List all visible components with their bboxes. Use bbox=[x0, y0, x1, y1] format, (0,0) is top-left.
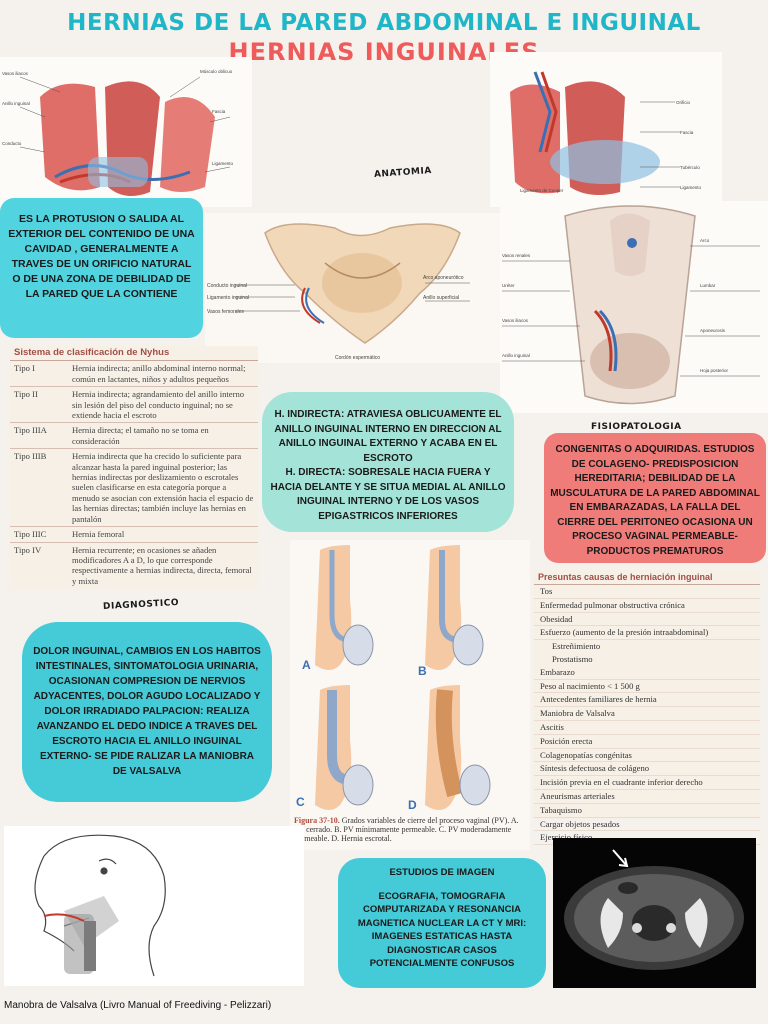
fisiopatologia-label: FISIOPATOLOGIA bbox=[591, 422, 682, 432]
figure-letter-c: C bbox=[296, 795, 305, 809]
figure-caption-text: Grados variables de cierre del proceso v… bbox=[294, 816, 519, 843]
svg-text:Músculo oblicuo: Músculo oblicuo bbox=[200, 69, 233, 74]
nyhus-desc: Hernia recurrente; en ocasiones se añade… bbox=[72, 544, 252, 586]
table-row: Tipo IIIC Hernia femoral bbox=[10, 527, 258, 543]
definition-text: ES LA PROTUSION O SALIDA AL EXTERIOR DEL… bbox=[8, 213, 195, 300]
svg-text:Orificio: Orificio bbox=[676, 100, 690, 105]
page-subtitle: HERNIAS INGUINALES bbox=[228, 38, 540, 66]
diagnostico-text: DOLOR INGUINAL, CAMBIOS EN LOS HABITOS I… bbox=[33, 646, 261, 777]
table-row: Tipo IV Hernia recurrente; en ocasiones … bbox=[10, 543, 258, 589]
fisiopatologia-box: CONGENITAS O ADQUIRIDAS. ESTUDIOS DE COL… bbox=[544, 433, 766, 563]
table-row: Tipo I Hernia indirecta; anillo abdomina… bbox=[10, 361, 258, 388]
svg-text:Tubérculo: Tubérculo bbox=[680, 165, 700, 170]
list-item: Colagenopatías congénitas bbox=[534, 749, 760, 763]
list-item: Obesidad bbox=[534, 613, 760, 627]
list-item: Tabaquismo bbox=[534, 804, 760, 818]
direct-hernia-text: H. DIRECTA: SOBRESALE HACIA FUERA Y HACI… bbox=[270, 467, 506, 522]
svg-text:Fascia: Fascia bbox=[680, 130, 694, 135]
valsalva-caption: Manobra de Valsalva (Livro Manual of Fre… bbox=[4, 1000, 272, 1011]
valsalva-illustration bbox=[4, 826, 304, 986]
fisiopatologia-text: CONGENITAS O ADQUIRIDAS. ESTUDIOS DE COL… bbox=[550, 444, 760, 557]
svg-text:Arco: Arco bbox=[700, 238, 710, 243]
svg-text:Vasos femorales: Vasos femorales bbox=[207, 309, 244, 315]
anatomia-label: ANATOMIA bbox=[373, 165, 433, 181]
nyhus-tipo: Tipo II bbox=[14, 389, 38, 400]
svg-text:Anillo inguinal: Anillo inguinal bbox=[502, 353, 530, 358]
list-item: Esfuerzo (aumento de la presión intraabd… bbox=[534, 626, 760, 641]
list-item: Enfermedad pulmonar obstructiva crónica bbox=[534, 599, 760, 613]
causes-title: Presuntas causas de herniación inguinal bbox=[534, 570, 760, 585]
list-item: Antecedentes familiares de hernia bbox=[534, 693, 760, 708]
list-item: Embarazo bbox=[534, 666, 760, 680]
nyhus-table-title: Sistema de clasificación de Nyhus bbox=[10, 346, 258, 362]
nyhus-tipo: Tipo IIIA bbox=[14, 425, 47, 436]
nyhus-tipo: Tipo IV bbox=[14, 544, 42, 555]
svg-text:Arco aponeurótico: Arco aponeurótico bbox=[423, 275, 464, 281]
list-item: Tos bbox=[534, 585, 760, 599]
list-item: Cargar objetos pesados bbox=[534, 818, 760, 832]
diagnostico-label: DIAGNOSTICO bbox=[102, 598, 180, 612]
svg-text:Ligamento: Ligamento bbox=[212, 161, 234, 166]
nyhus-desc: Hernia indirecta; agrandamiento del anil… bbox=[72, 389, 245, 421]
list-item: Síntesis defectuosa de colágeno bbox=[534, 762, 760, 777]
svg-text:Cordón espermático: Cordón espermático bbox=[335, 355, 380, 361]
svg-text:Vasos iliacos: Vasos iliacos bbox=[2, 71, 29, 76]
list-item: Ascitis bbox=[534, 721, 760, 735]
svg-text:Anillo superficial: Anillo superficial bbox=[423, 295, 459, 301]
imagen-text: ECOGRAFIA, TOMOGRAFIA COMPUTARIZADA Y RE… bbox=[357, 890, 527, 970]
nyhus-tipo: Tipo IIIC bbox=[14, 529, 47, 540]
list-item: Incisión previa en el cuadrante inferior… bbox=[534, 776, 760, 790]
table-row: Tipo IIIA Hernia directa; el tamaño no s… bbox=[10, 423, 258, 450]
list-item: Prostatismo bbox=[552, 653, 593, 664]
indirect-hernia-text: H. INDIRECTA: ATRAVIESA OBLICUAMENTE EL … bbox=[274, 409, 502, 464]
svg-text:Ligamento: Ligamento bbox=[680, 185, 702, 190]
nyhus-tipo: Tipo I bbox=[14, 363, 35, 374]
processus-vaginalis-figure: A B C D Figura 37-10. Grados variables d… bbox=[290, 540, 530, 850]
svg-text:Conducto inguinal: Conducto inguinal bbox=[207, 283, 247, 289]
svg-text:Ligamento de Cooper: Ligamento de Cooper bbox=[520, 188, 564, 193]
svg-text:Uréter: Uréter bbox=[502, 283, 515, 288]
hernia-types-box: H. INDIRECTA: ATRAVIESA OBLICUAMENTE EL … bbox=[262, 392, 514, 532]
figure-letter-a: A bbox=[302, 658, 311, 672]
svg-text:Vasos renales: Vasos renales bbox=[502, 253, 531, 258]
nyhus-tipo: Tipo IIIB bbox=[14, 451, 47, 462]
svg-text:Aponeurosis: Aponeurosis bbox=[700, 328, 726, 333]
nyhus-desc: Hernia directa; el tamaño no se toma en … bbox=[72, 425, 209, 446]
svg-text:Anillo inguinal: Anillo inguinal bbox=[2, 101, 30, 106]
ct-scan-image bbox=[553, 838, 756, 988]
inguinal-causes-table: Presuntas causas de herniación inguinal … bbox=[534, 570, 760, 846]
list-item: Posición erecta bbox=[534, 735, 760, 749]
figure-letter-b: B bbox=[418, 664, 427, 678]
nyhus-desc: Hernia femoral bbox=[72, 529, 125, 540]
svg-text:Conducto: Conducto bbox=[2, 141, 22, 146]
figure-caption: Figura 37-10. Grados variables de cierre… bbox=[294, 816, 526, 843]
nyhus-desc: Hernia indirecta que ha crecido lo sufic… bbox=[72, 451, 254, 524]
nyhus-classification-table: Sistema de clasificación de Nyhus Tipo I… bbox=[10, 346, 258, 590]
page-title: HERNIAS DE LA PARED ABDOMINAL E INGUINAL bbox=[67, 10, 701, 36]
svg-text:Hoja posterior: Hoja posterior bbox=[700, 368, 729, 373]
nyhus-desc: Hernia indirecta; anillo abdominal inter… bbox=[72, 363, 246, 384]
imagen-box: ESTUDIOS DE IMAGEN ECOGRAFIA, TOMOGRAFIA… bbox=[338, 858, 546, 988]
svg-text:Vasos iliacos: Vasos iliacos bbox=[502, 318, 529, 323]
list-item: Peso al nacimiento < 1 500 g bbox=[534, 680, 760, 694]
imagen-title: ESTUDIOS DE IMAGEN bbox=[389, 867, 495, 878]
svg-text:Fascia: Fascia bbox=[212, 109, 226, 114]
svg-text:Ligamento inguinal: Ligamento inguinal bbox=[207, 295, 249, 301]
list-item: Aneurismas arteriales bbox=[534, 790, 760, 804]
definition-box: ES LA PROTUSION O SALIDA AL EXTERIOR DEL… bbox=[0, 198, 203, 338]
figure-caption-label: Figura 37-10. bbox=[294, 816, 340, 825]
table-row: Tipo II Hernia indirecta; agrandamiento … bbox=[10, 387, 258, 424]
table-row: Tipo IIIB Hernia indirecta que ha crecid… bbox=[10, 449, 258, 528]
figure-letter-d: D bbox=[408, 798, 417, 812]
svg-text:Lumbar: Lumbar bbox=[700, 283, 716, 288]
diagnostico-box: DOLOR INGUINAL, CAMBIOS EN LOS HABITOS I… bbox=[22, 622, 272, 802]
list-item: Maniobra de Valsalva bbox=[534, 707, 760, 721]
list-item: Estreñimiento bbox=[552, 641, 601, 652]
